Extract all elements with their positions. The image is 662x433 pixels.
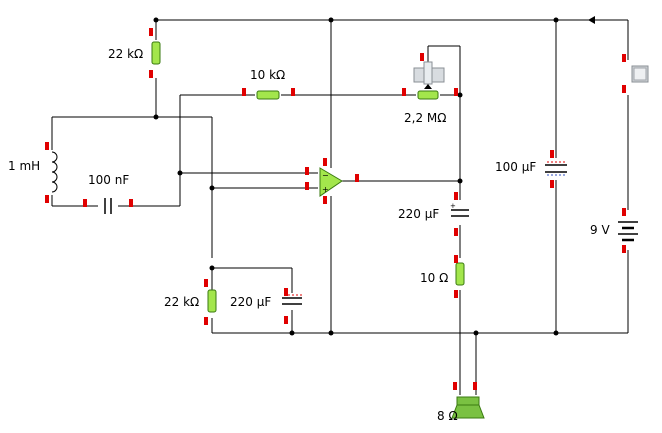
label-r-bottom: 22 kΩ [164, 295, 200, 309]
label-r-top: 22 kΩ [108, 47, 144, 61]
switch-icon[interactable] [622, 54, 649, 93]
electrolytic-capacitor-220uf-output[interactable]: + [450, 192, 469, 236]
resistor-10k[interactable] [242, 88, 295, 100]
label-cap-output: 220 µF [398, 207, 440, 221]
label-r-output: 10 Ω [420, 271, 449, 285]
opamp[interactable]: − + [305, 158, 359, 204]
speaker-icon[interactable] [451, 382, 485, 419]
label-speaker: 8 Ω [437, 409, 458, 423]
resistor-22k-top[interactable] [149, 28, 161, 78]
inductor-1mh[interactable] [45, 142, 58, 203]
label-cap-supply: 100 µF [495, 160, 537, 174]
label-battery: 9 V [590, 223, 610, 237]
label-inductor: 1 mH [8, 159, 41, 173]
label-r-feedback: 10 kΩ [250, 68, 286, 82]
svg-text:−: − [322, 171, 329, 180]
wires [51, 16, 629, 395]
electrolytic-capacitor-100uf[interactable] [545, 150, 567, 188]
resistor-22k-bottom[interactable] [204, 279, 217, 325]
label-cap-bottom: 220 µF [230, 295, 272, 309]
label-pot: 2,2 MΩ [404, 111, 447, 125]
electrolytic-capacitor-220uf-bottom[interactable] [282, 288, 302, 324]
label-cap-input: 100 nF [88, 173, 130, 187]
capacitor-100nf[interactable] [83, 198, 133, 214]
resistor-10-ohm[interactable] [454, 255, 465, 298]
junctions [153, 17, 559, 336]
svg-text:+: + [450, 202, 456, 210]
battery-9v[interactable] [618, 208, 638, 253]
potentiometer-2m2[interactable] [402, 53, 458, 100]
svg-text:+: + [322, 185, 329, 194]
